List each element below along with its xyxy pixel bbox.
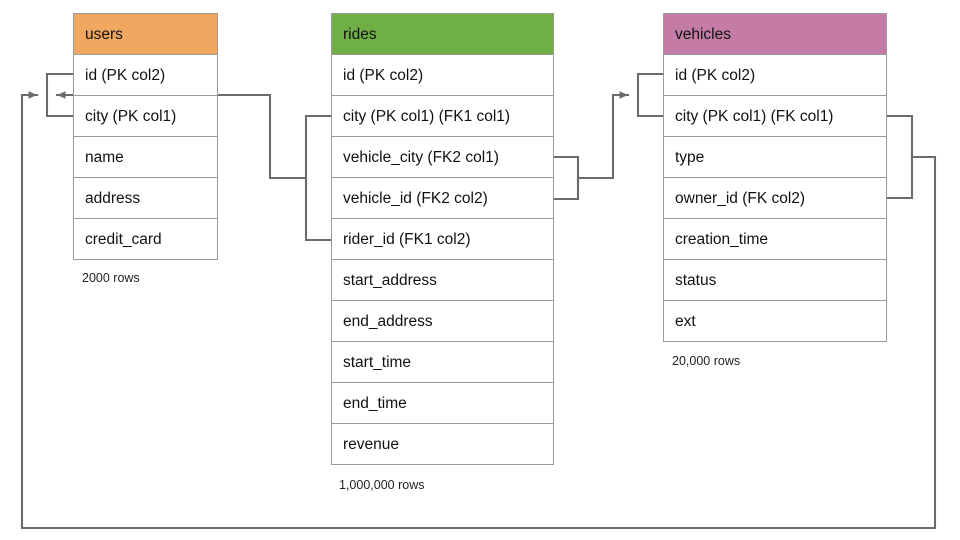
table-row[interactable]: start_time — [332, 342, 553, 383]
table-row[interactable]: status — [664, 260, 886, 301]
table-header-users[interactable]: users — [74, 14, 217, 55]
table-card-users[interactable]: users id (PK col2) city (PK col1) name a… — [73, 13, 218, 260]
table-row[interactable]: rider_id (FK1 col2) — [332, 219, 553, 260]
table-row[interactable]: id (PK col2) — [664, 55, 886, 96]
row-count-rides: 1,000,000 rows — [339, 478, 425, 492]
table-row[interactable]: start_address — [332, 260, 553, 301]
rides-left-bracket — [304, 114, 333, 242]
table-row[interactable]: vehicle_city (FK2 col1) — [332, 137, 553, 178]
row-count-vehicles: 20,000 rows — [672, 354, 741, 368]
table-row[interactable]: type — [664, 137, 886, 178]
table-row[interactable]: creation_time — [664, 219, 886, 260]
table-header-vehicles[interactable]: vehicles — [664, 14, 886, 55]
table-row[interactable]: city (PK col1) — [74, 96, 217, 137]
vehicles-left-bracket — [636, 72, 665, 118]
table-row[interactable]: id (PK col2) — [74, 55, 217, 96]
table-row[interactable]: name — [74, 137, 217, 178]
row-count-users: 2000 rows — [82, 271, 140, 285]
fk2-connector-rides-to-vehicles — [576, 91, 630, 180]
table-card-vehicles[interactable]: vehicles id (PK col2) city (PK col1) (FK… — [663, 13, 887, 342]
table-row[interactable]: address — [74, 178, 217, 219]
table-row[interactable]: credit_card — [74, 219, 217, 260]
table-row[interactable]: owner_id (FK col2) — [664, 178, 886, 219]
table-row[interactable]: revenue — [332, 424, 553, 465]
table-row[interactable]: end_time — [332, 383, 553, 424]
table-header-rides[interactable]: rides — [332, 14, 553, 55]
rides-right-bracket — [552, 155, 580, 201]
table-row[interactable]: ext — [664, 301, 886, 342]
table-row[interactable]: id (PK col2) — [332, 55, 553, 96]
vehicles-right-bracket — [885, 114, 914, 200]
table-row[interactable]: city (PK col1) (FK1 col1) — [332, 96, 553, 137]
table-card-rides[interactable]: rides id (PK col2) city (PK col1) (FK1 c… — [331, 13, 554, 465]
table-row[interactable]: end_address — [332, 301, 553, 342]
table-row[interactable]: city (PK col1) (FK col1) — [664, 96, 886, 137]
users-left-bracket — [45, 72, 75, 118]
table-row[interactable]: vehicle_id (FK2 col2) — [332, 178, 553, 219]
